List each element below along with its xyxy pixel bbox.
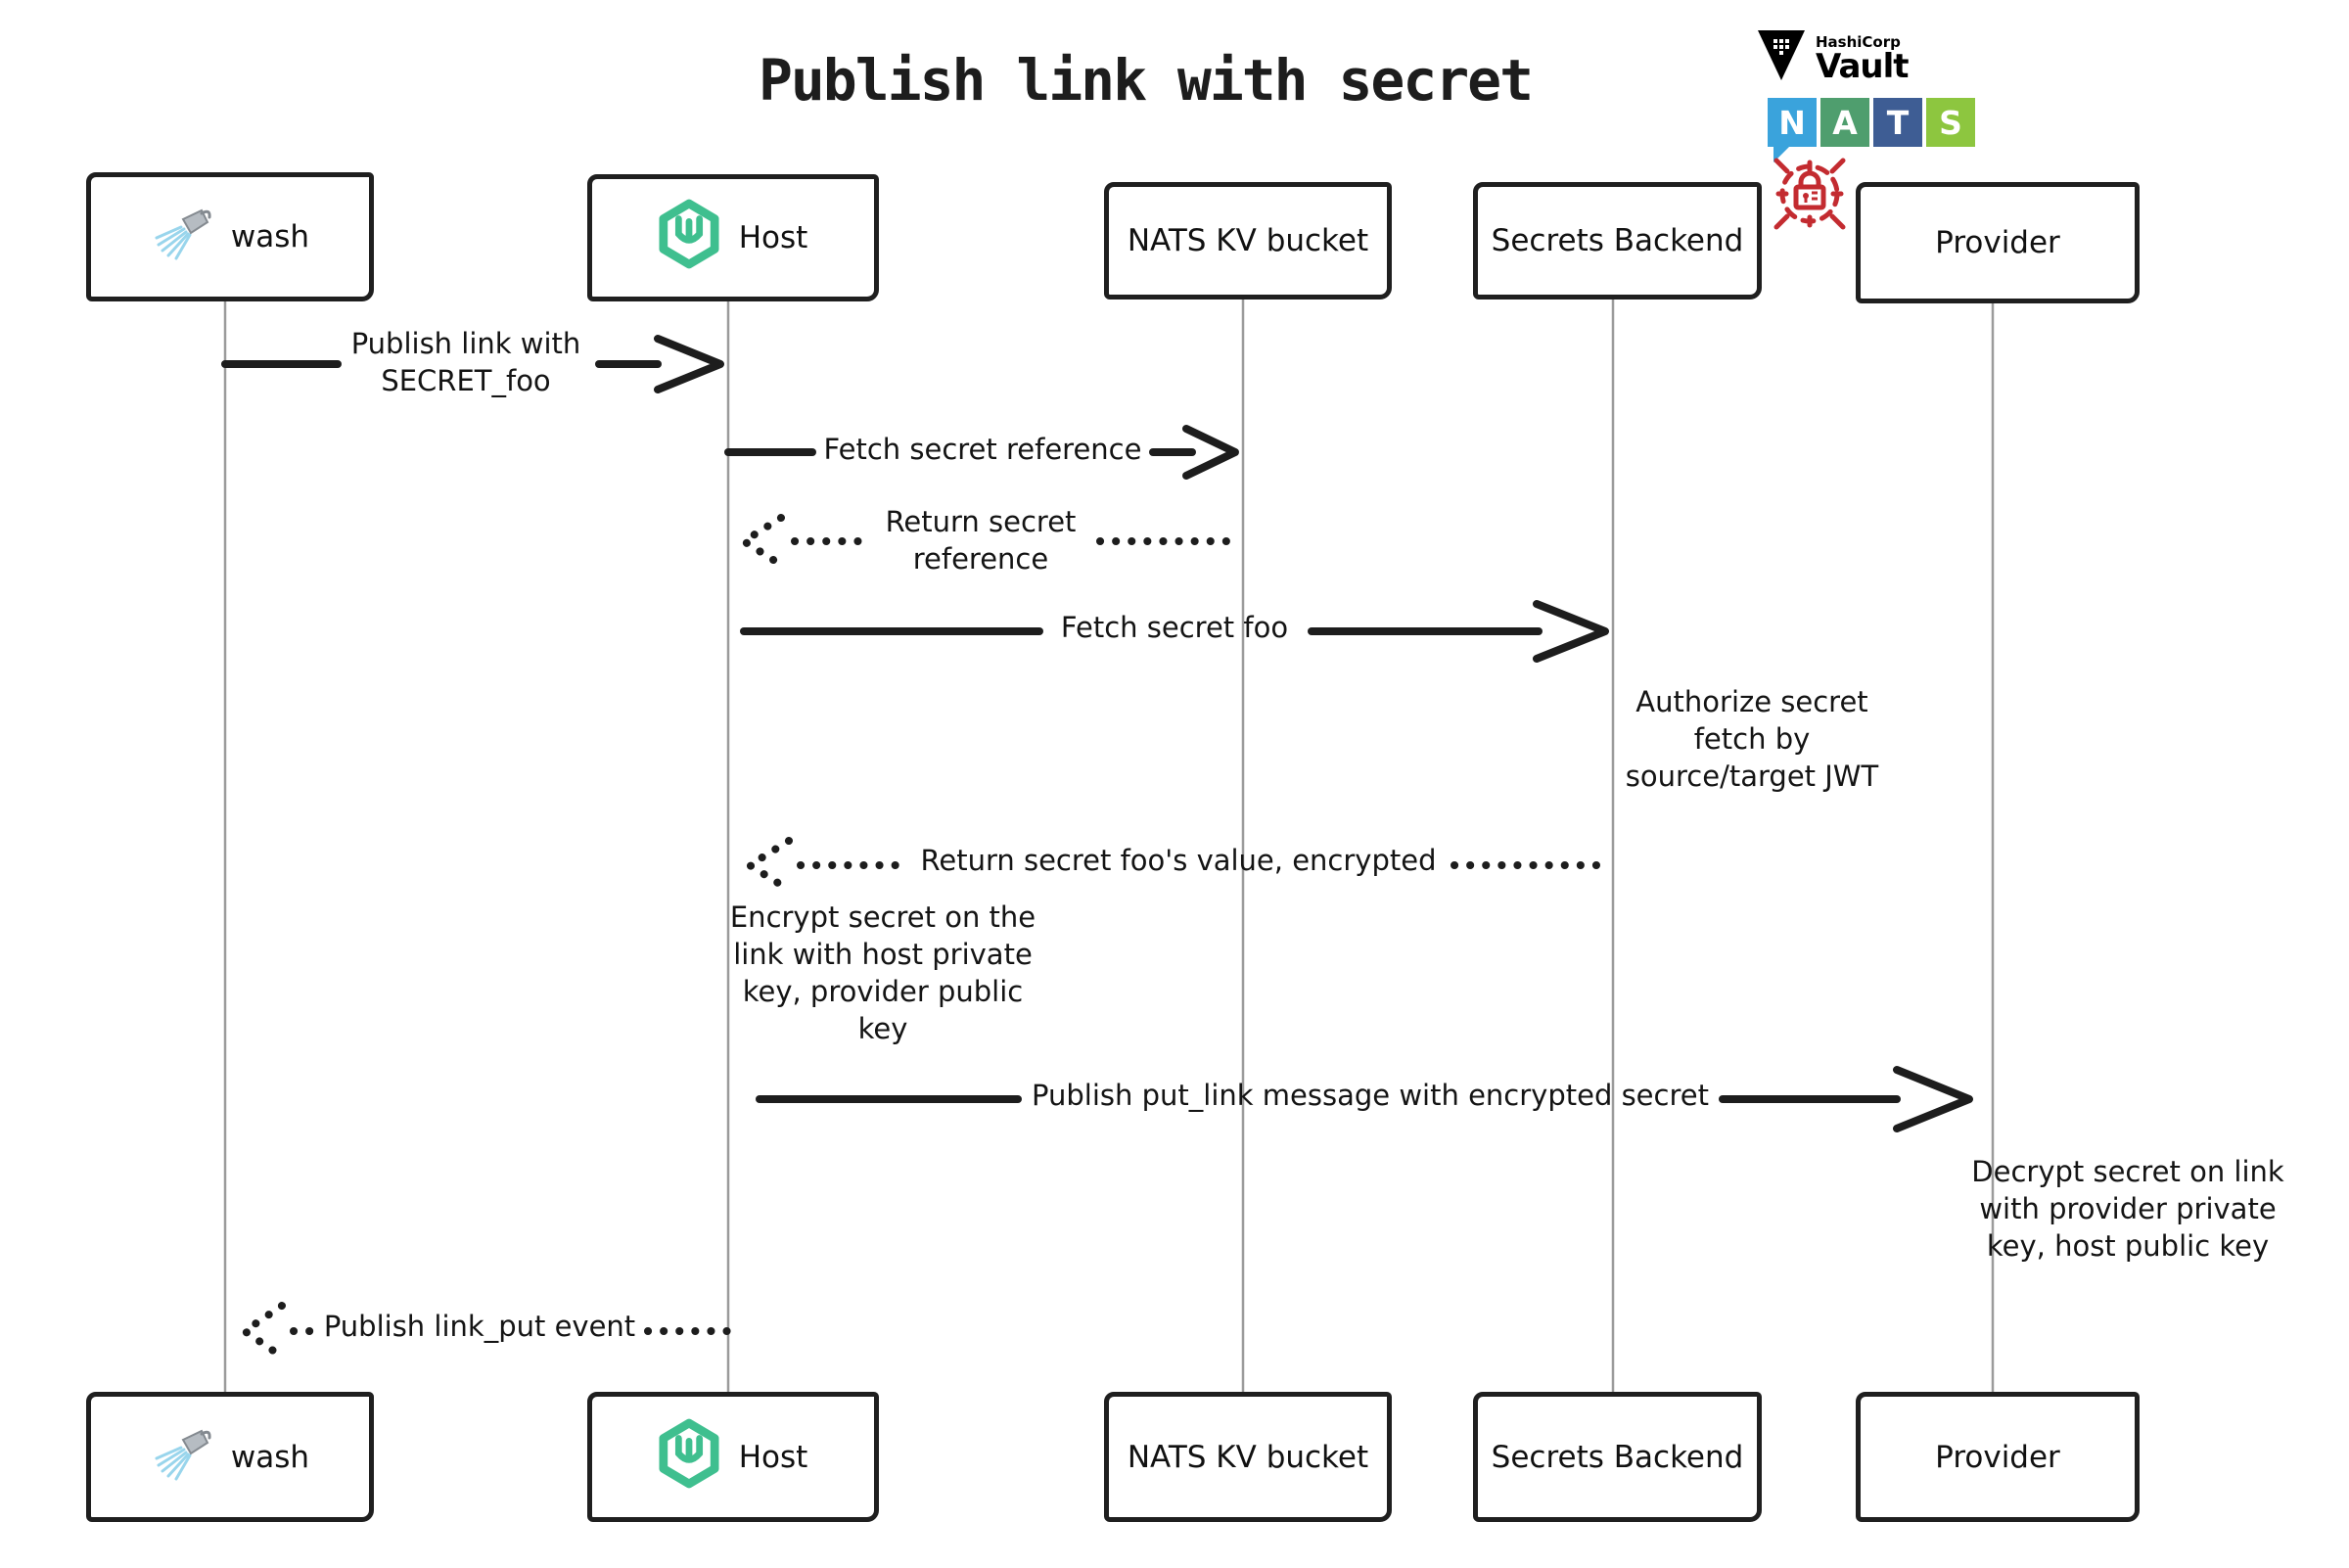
nats-logo: N A T S: [1768, 98, 1975, 162]
nats-letter-a: A: [1820, 98, 1869, 147]
wasmcloud-icon: [659, 1418, 719, 1497]
actor-label: Provider: [1935, 225, 2060, 260]
actor-nats-kv-top: NATS KV bucket: [1104, 182, 1392, 300]
message-label-fetch-secret-reference: Fetch secret reference: [823, 433, 1142, 466]
actor-label: Provider: [1935, 1439, 2060, 1475]
actor-label: wash: [230, 1439, 310, 1475]
lock-target-icon: [1765, 149, 1855, 243]
actor-provider-bottom: Provider: [1856, 1392, 2140, 1522]
message-label-publish-link-put-event: Publish link_put event: [323, 1310, 636, 1343]
vault-product-text: Vault: [1816, 46, 1910, 86]
message-label-return-secret-reference: Return secret reference: [885, 505, 1077, 576]
message-label-return-secret-value: Return secret foo's value, encrypted: [920, 844, 1437, 877]
arrow-fetch-secret-reference: [724, 425, 1239, 480]
actor-label: wash: [230, 219, 310, 254]
actor-secrets-backend-bottom: Secrets Backend: [1473, 1392, 1762, 1522]
vault-brand-text: HashiCorp: [1816, 32, 1901, 51]
note-encrypt-secret: Encrypt secret on the link with host pri…: [729, 900, 1036, 1045]
nats-letter-t: T: [1873, 98, 1922, 147]
actor-host-bottom: Host: [587, 1392, 879, 1522]
message-label-publish-put-link: Publish put_link message with encrypted …: [1032, 1079, 1709, 1112]
actor-label: Host: [738, 220, 808, 255]
arrow-publish-link-with-secret-foo: [221, 335, 724, 393]
message-label-publish-link: Publish link with SECRET_foo: [350, 327, 581, 397]
actor-provider-top: Provider: [1856, 182, 2140, 303]
actor-wash-top: wash: [86, 172, 374, 301]
actor-host-top: Host: [587, 174, 879, 301]
actor-label: NATS KV bucket: [1127, 1439, 1369, 1475]
arrow-return-secret-value-encrypted: [746, 837, 1611, 894]
vault-logo: HashiCorp Vault: [1757, 29, 1910, 88]
wasmcloud-icon: [659, 199, 719, 277]
arrow-publish-link-put-event: [241, 1302, 732, 1360]
vault-icon: [1757, 29, 1806, 88]
message-label-fetch-secret-foo: Fetch secret foo: [1060, 611, 1289, 644]
actor-label: Host: [738, 1439, 808, 1475]
shower-icon: [151, 1426, 211, 1489]
actor-label: NATS KV bucket: [1127, 223, 1369, 258]
arrow-fetch-secret-foo: [740, 600, 1609, 663]
actor-label: Secrets Backend: [1491, 223, 1744, 258]
actor-label: Secrets Backend: [1491, 1439, 1744, 1475]
nats-letter-s: S: [1926, 98, 1975, 147]
nats-letter-n: N: [1768, 98, 1817, 162]
actor-wash-bottom: wash: [86, 1392, 374, 1522]
page-title: Publish link with secret: [758, 47, 1534, 114]
note-decrypt-secret: Decrypt secret on link with provider pri…: [1971, 1155, 2284, 1263]
arrow-publish-put-link-message: [756, 1066, 1973, 1132]
note-authorize-secret-fetch: Authorize secret fetch by source/target …: [1625, 685, 1879, 793]
actor-secrets-backend-top: Secrets Backend: [1473, 182, 1762, 300]
shower-icon: [151, 206, 211, 268]
arrow-return-secret-reference: [740, 514, 1241, 569]
actor-nats-kv-bottom: NATS KV bucket: [1104, 1392, 1392, 1522]
